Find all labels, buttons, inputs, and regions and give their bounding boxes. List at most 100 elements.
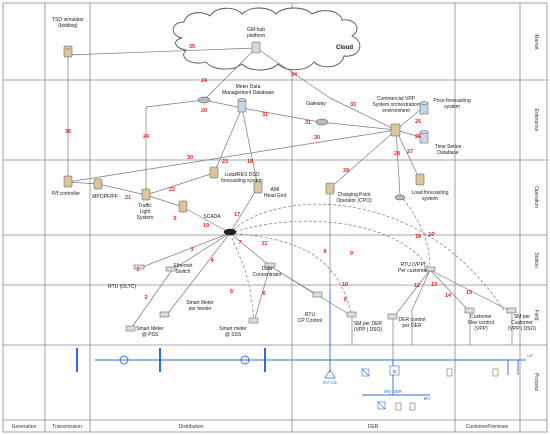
meter-icon	[346, 311, 357, 318]
zone-distribution: Distribution	[178, 424, 203, 430]
link-number: 19	[203, 223, 209, 229]
label-pf-controller: P/f controller	[52, 191, 80, 197]
meter-icon	[506, 307, 517, 314]
label-mv: MV	[424, 396, 431, 401]
device-icons	[63, 41, 517, 411]
layer-enterprise: Enterprise	[533, 109, 539, 132]
switch-icon	[264, 262, 276, 268]
process-labels: EV CS MV DER MV LV G	[323, 353, 532, 401]
link-number: 23	[222, 159, 228, 165]
meter-icon	[159, 311, 170, 318]
link-number: 26	[415, 134, 421, 140]
link-number: 11'	[261, 241, 269, 247]
label-lv: LV	[527, 353, 532, 358]
cloud-label: Cloud	[336, 45, 353, 51]
label-sm-per-der: SM per DER(VPP | DSO)	[354, 321, 383, 333]
layer-field: Field	[533, 310, 539, 321]
server-icon	[63, 45, 73, 58]
switch-icon	[165, 266, 177, 272]
link-number: 35	[189, 44, 195, 50]
battery-icon	[446, 368, 453, 377]
label-mv-der: MV DER	[384, 389, 402, 394]
label-gateway: Gateway	[306, 101, 326, 107]
link-number: 2	[144, 295, 147, 301]
link-number: 17	[234, 212, 240, 218]
server-icon	[63, 175, 73, 188]
link-number: 31	[305, 120, 311, 126]
server-icon	[141, 188, 151, 201]
server-icon	[390, 123, 401, 137]
link-number: 24	[143, 134, 150, 140]
connection-lines	[67, 47, 513, 370]
link-number: 3	[190, 247, 193, 253]
meter-icon	[464, 307, 475, 314]
link-number: 6	[262, 291, 265, 297]
server-icon	[415, 173, 425, 186]
layer-station: Station	[533, 252, 539, 268]
link-numbers: 1 2 3 4 5 5' 6 7 8 9 9' 10 10' 11' 12 13…	[65, 44, 472, 303]
link-number: 31	[262, 112, 268, 118]
link-number: 1	[136, 267, 139, 273]
server-icon	[325, 182, 335, 195]
label-mpopf: MPOPF/PF	[92, 194, 118, 200]
meter-icon	[312, 291, 323, 298]
process-bus	[76, 290, 526, 396]
battery-icon	[492, 368, 499, 377]
database-icon	[237, 98, 247, 113]
link-number: 18	[247, 159, 253, 165]
link-number: 10'	[428, 232, 436, 238]
router-icon	[394, 194, 406, 201]
label-tso-simulator: TSO simulator(bidding)	[52, 17, 84, 29]
label-rtu-oltc: RTU (OLTC)	[108, 284, 136, 290]
link-number: 29	[343, 168, 349, 174]
link-number: 9'	[350, 251, 355, 257]
layer-market: Market	[533, 34, 539, 50]
label-g: G	[393, 369, 397, 374]
link-number: 30	[314, 135, 320, 141]
battery-icon	[409, 402, 416, 411]
link-number: 34	[291, 72, 298, 78]
switch-icon	[223, 228, 237, 236]
link-number: 28	[394, 151, 400, 157]
link-number: 16	[415, 234, 421, 240]
link-number: 9	[343, 297, 346, 303]
layer-process: Process	[533, 373, 539, 392]
link-number: 22	[169, 187, 175, 193]
meter-icon	[248, 317, 259, 324]
link-number: 8	[323, 249, 326, 255]
router-icon	[315, 118, 329, 126]
link-number: 27	[407, 149, 413, 155]
link-number: 25	[415, 119, 421, 125]
switch-icon	[133, 264, 145, 270]
link-number: 36	[65, 129, 71, 135]
dashed-links	[229, 194, 506, 323]
link-number: 7	[238, 240, 241, 246]
server-icon	[93, 178, 103, 190]
link-number: 20	[201, 108, 207, 114]
label-rtu-vpp: RTU (VPP)Per customer	[398, 262, 428, 274]
breaker-icon	[377, 401, 386, 410]
ev-charger-icon	[324, 369, 336, 379]
label-scada: SCADA	[203, 214, 221, 220]
label-sm-sss: Smart meter@ SSS	[219, 326, 247, 338]
link-number: 21	[125, 195, 131, 201]
zone-transmission: Transmission	[52, 424, 82, 430]
link-number: 13	[431, 282, 437, 288]
zone-labels: Generation Transmission Distribution DER…	[12, 424, 509, 430]
cloud-shape: Cloud	[172, 7, 361, 71]
